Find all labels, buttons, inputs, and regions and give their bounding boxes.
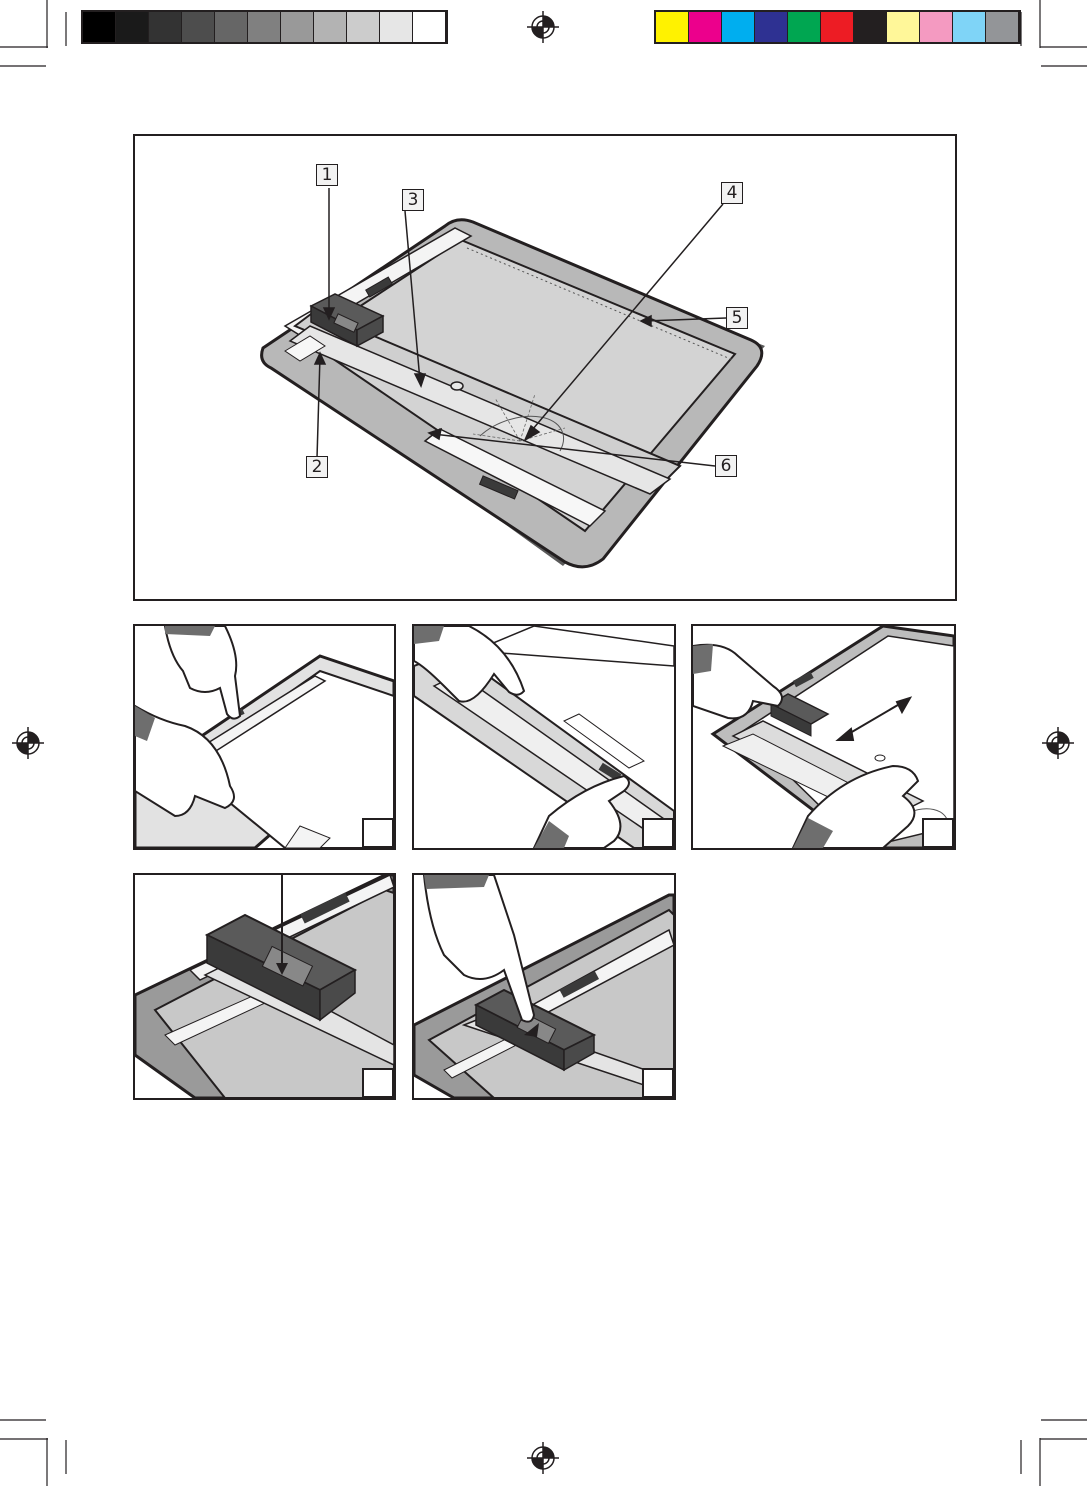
callout-6: 6 bbox=[715, 455, 737, 477]
grayscale-color-bar bbox=[81, 10, 448, 44]
step-panel-3 bbox=[691, 624, 956, 850]
step-panel-2 bbox=[412, 624, 676, 850]
color-swatch bbox=[821, 12, 854, 42]
overview-figure: 1 3 4 5 2 6 bbox=[133, 134, 957, 601]
step-number-box bbox=[642, 818, 674, 848]
gray-swatch bbox=[215, 12, 248, 42]
color-swatch bbox=[953, 12, 986, 42]
color-swatch bbox=[887, 12, 920, 42]
color-swatch bbox=[755, 12, 788, 42]
color-swatch bbox=[656, 12, 689, 42]
step-4-illustration bbox=[135, 875, 394, 1098]
gray-swatch bbox=[314, 12, 347, 42]
callout-4: 4 bbox=[721, 182, 743, 204]
step-number-box bbox=[642, 1068, 674, 1098]
step-3-illustration bbox=[693, 626, 954, 848]
gray-swatch bbox=[83, 12, 116, 42]
callout-2: 2 bbox=[306, 456, 328, 478]
gray-swatch bbox=[380, 12, 413, 42]
step-panel-4 bbox=[133, 873, 396, 1100]
process-color-bar bbox=[654, 10, 1021, 44]
color-swatch bbox=[722, 12, 755, 42]
gray-swatch bbox=[347, 12, 380, 42]
color-swatch bbox=[854, 12, 887, 42]
callout-5: 5 bbox=[726, 307, 748, 329]
step-panel-1 bbox=[133, 624, 396, 850]
gray-swatch bbox=[413, 12, 446, 42]
step-number-box bbox=[362, 1068, 394, 1098]
cutting-board-illustration bbox=[135, 136, 955, 599]
gray-swatch bbox=[248, 12, 281, 42]
gray-swatch bbox=[281, 12, 314, 42]
step-5-illustration bbox=[414, 875, 674, 1098]
step-1-illustration bbox=[135, 626, 394, 848]
step-number-box bbox=[922, 818, 954, 848]
step-2-illustration bbox=[414, 626, 674, 848]
gray-swatch bbox=[182, 12, 215, 42]
gray-swatch bbox=[149, 12, 182, 42]
color-swatch bbox=[689, 12, 722, 42]
gray-swatch bbox=[116, 12, 149, 42]
callout-1: 1 bbox=[316, 164, 338, 186]
color-swatch bbox=[986, 12, 1019, 42]
color-swatch bbox=[920, 12, 953, 42]
step-number-box bbox=[362, 818, 394, 848]
step-panel-5 bbox=[412, 873, 676, 1100]
callout-3: 3 bbox=[402, 189, 424, 211]
color-swatch bbox=[788, 12, 821, 42]
